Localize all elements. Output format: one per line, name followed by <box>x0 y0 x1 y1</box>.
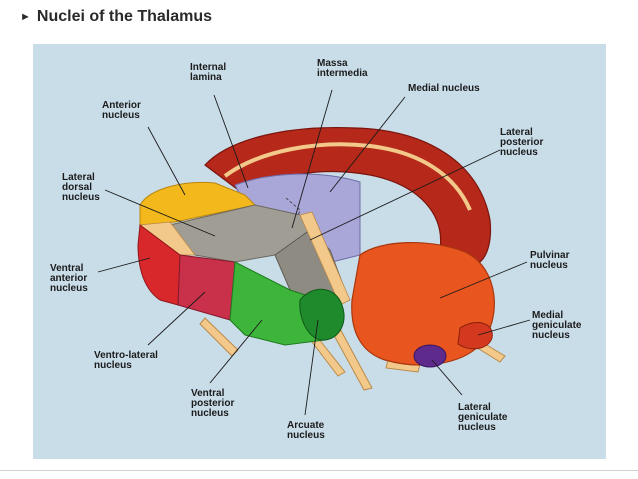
leader-medial-geniculate <box>477 319 531 336</box>
leader-lateral-posterior <box>309 149 501 241</box>
label-lateral-geniculate-nucleus: Lateral geniculate nucleus <box>458 402 510 433</box>
leader-massa-intermedia <box>291 89 333 229</box>
label-internal-lamina: Internal lamina <box>190 62 229 83</box>
leader-arcuate <box>304 319 319 416</box>
stalk <box>199 317 239 357</box>
label-arcuate-nucleus: Arcuate nucleus <box>287 420 327 441</box>
label-lateral-dorsal-nucleus: Lateral dorsal nucleus <box>62 172 100 203</box>
ventral-posterior-nucleus <box>229 261 326 346</box>
bottom-divider <box>0 470 638 471</box>
label-lateral-posterior-nucleus: Lateral posterior nucleus <box>500 127 546 158</box>
page-title: Nuclei of the Thalamus <box>36 8 213 25</box>
leader-anterior-nucleus <box>147 126 186 196</box>
label-ventral-posterior-nucleus: Ventral posterior nucleus <box>191 388 237 419</box>
ventro-lateral-nucleus <box>177 254 236 321</box>
lateral-geniculate <box>413 344 447 368</box>
label-medial-geniculate-nucleus: Medial geniculate nucleus <box>532 310 584 341</box>
leader-pulvinar <box>439 261 528 299</box>
page-heading: ► Nuclei of the Thalamus <box>20 8 212 26</box>
leader-lateral-geniculate <box>431 359 463 396</box>
leader-ventro-lateral <box>147 291 206 346</box>
leader-ventral-anterior <box>97 257 151 273</box>
arcuate-nucleus <box>299 288 345 341</box>
label-ventro-lateral-nucleus: Ventro-lateral nucleus <box>94 350 161 371</box>
leader-lateral-dorsal <box>104 189 216 237</box>
ventral-anterior-nucleus <box>137 224 181 306</box>
label-pulvinar-nucleus: Pulvinar nucleus <box>530 250 572 271</box>
leader-lines <box>97 89 531 416</box>
label-medial-nucleus: Medial nucleus <box>408 83 480 94</box>
triangle-bullet-icon: ► <box>20 11 31 23</box>
label-ventral-anterior-nucleus: Ventral anterior nucleus <box>50 263 90 294</box>
medial-geniculate <box>457 322 493 350</box>
leader-ventral-posterior <box>209 319 263 384</box>
leader-medial-nucleus <box>329 96 406 193</box>
lamina-stripe <box>223 142 472 211</box>
leader-internal-lamina <box>213 94 249 189</box>
label-massa-intermedia: Massa intermedia <box>317 58 368 79</box>
label-anterior-nucleus: Anterior nucleus <box>102 100 144 121</box>
